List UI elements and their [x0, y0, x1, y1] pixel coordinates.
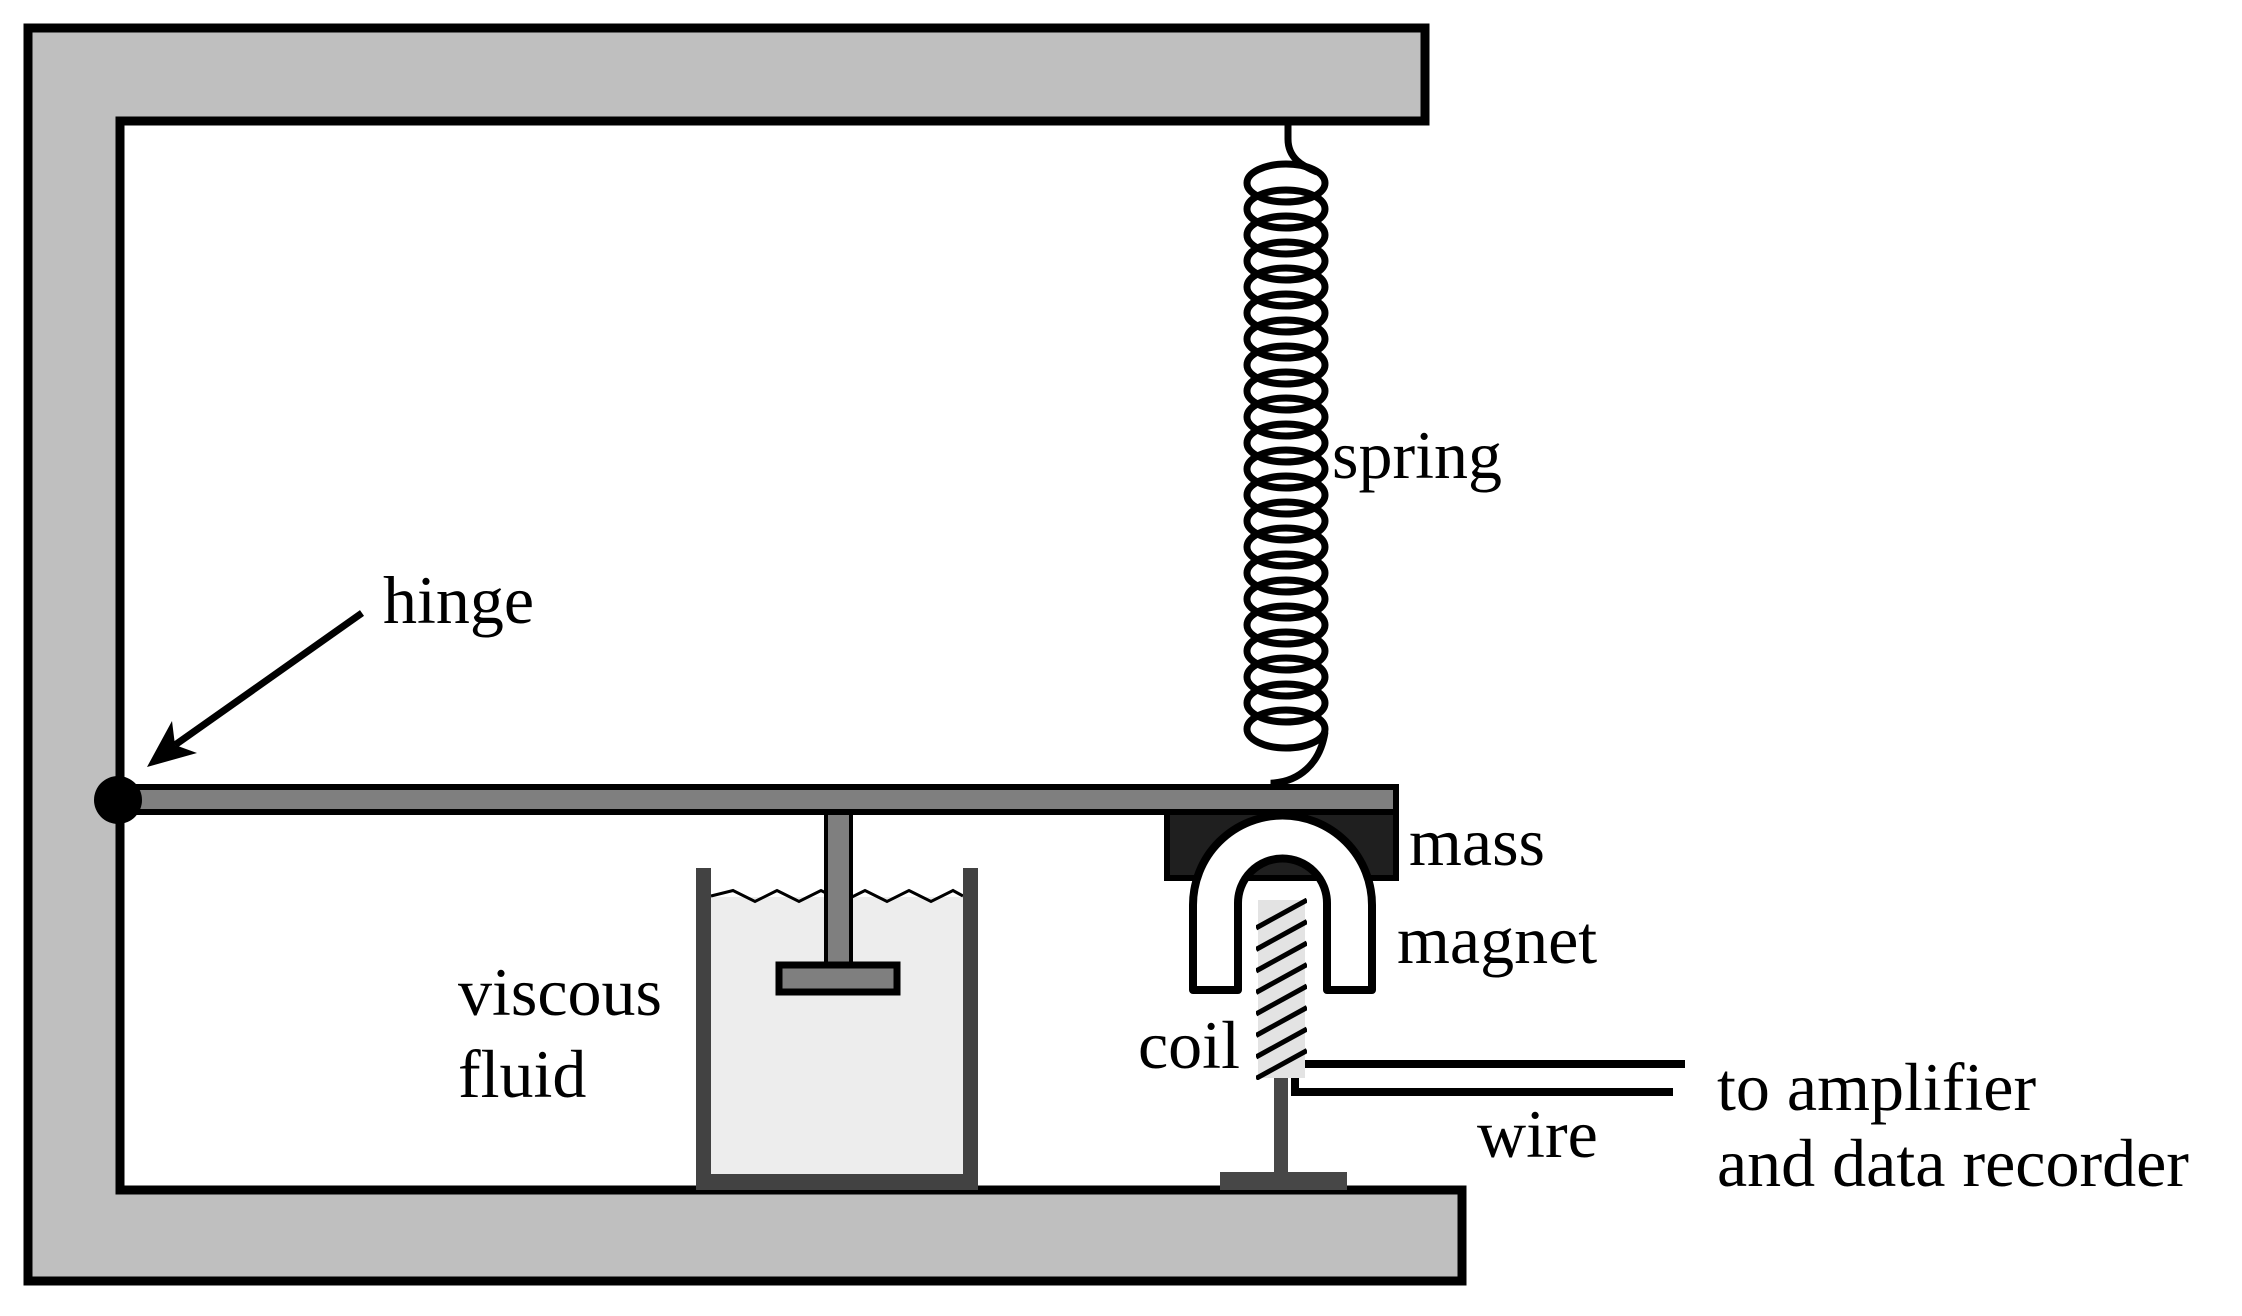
spring-assembly — [1243, 121, 1329, 789]
spring-loop — [1243, 186, 1329, 232]
spring-loop — [1243, 628, 1329, 674]
spring-coils — [1243, 160, 1329, 752]
label-viscous-line1: viscous — [458, 954, 662, 1030]
container-bottom — [696, 1174, 978, 1190]
spring-loop — [1243, 550, 1329, 596]
hinge-arrowhead — [147, 721, 197, 767]
container-left-wall — [696, 868, 711, 1190]
spring-loop — [1243, 342, 1329, 388]
coil-hatch-line — [1256, 1005, 1307, 1038]
spring-loop — [1243, 264, 1329, 310]
label-output-line1: to amplifier — [1717, 1049, 2036, 1125]
spring-loop — [1243, 498, 1329, 544]
coil-hatch-lines — [1256, 898, 1307, 1080]
label-spring: spring — [1332, 417, 1502, 493]
spring-loop — [1243, 238, 1329, 284]
magnet-horseshoe — [1189, 811, 1376, 994]
beam — [115, 784, 1399, 815]
label-output-line2: and data recorder — [1717, 1125, 2189, 1201]
hinge-pivot — [94, 776, 142, 824]
container-right-wall — [963, 868, 978, 1190]
spring-loop — [1243, 524, 1329, 570]
spring-loop — [1243, 706, 1329, 752]
spring-loop — [1243, 212, 1329, 258]
label-viscous-line2: fluid — [458, 1036, 586, 1112]
wire-bottom — [1291, 1078, 1673, 1096]
spring-loop — [1243, 316, 1329, 362]
spring-loop — [1243, 446, 1329, 492]
frame-bracket — [23, 23, 1467, 1286]
coil-hatch-line — [1256, 1048, 1307, 1080]
label-wire: wire — [1477, 1096, 1598, 1172]
coil-hatch-line — [1256, 919, 1307, 952]
coil-hatch-line — [1256, 983, 1307, 1017]
spring-loop — [1243, 576, 1329, 622]
spring-loop — [1243, 160, 1329, 206]
coil-hatch-line — [1256, 898, 1307, 931]
hinge-arrow-line — [172, 610, 365, 748]
spring-loop — [1243, 472, 1329, 518]
paddle-plate — [775, 961, 901, 996]
coil-hatch-line — [1256, 962, 1307, 995]
coil-support-rod — [1274, 1078, 1288, 1176]
coil-hatch-line — [1256, 1026, 1307, 1060]
label-magnet: magnet — [1397, 902, 1597, 978]
spring-loop — [1243, 290, 1329, 336]
coil-support-base — [1220, 1172, 1347, 1190]
spring-loop — [1243, 368, 1329, 414]
spring-loop — [1243, 420, 1329, 466]
spring-loop — [1243, 654, 1329, 700]
paddle-rod — [824, 808, 853, 969]
label-mass: mass — [1409, 804, 1545, 880]
spring-loop — [1243, 394, 1329, 440]
spring-loop — [1243, 680, 1329, 726]
spring-loop — [1243, 602, 1329, 648]
label-coil: coil — [1138, 1007, 1240, 1083]
coil-hatch-line — [1256, 940, 1307, 974]
label-hinge: hinge — [383, 562, 534, 638]
spring-bottom-hook — [1270, 731, 1329, 789]
